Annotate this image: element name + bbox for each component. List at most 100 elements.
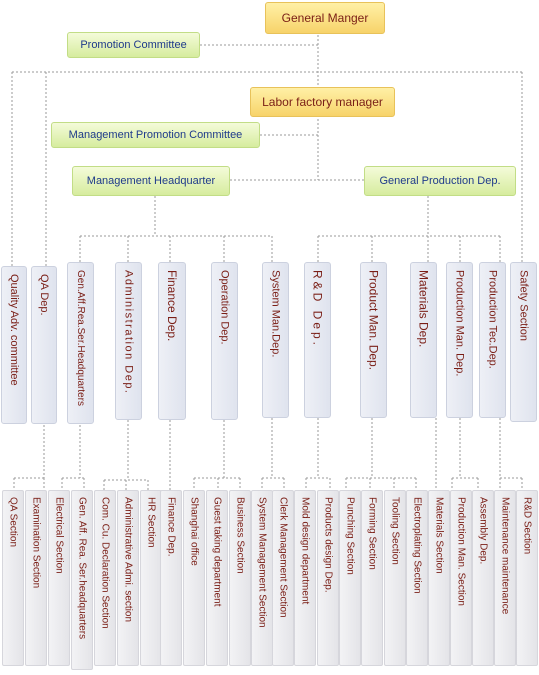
section-maintenance: Maintenance maintenance (494, 490, 516, 666)
section-tooling: Tooling Section (384, 490, 406, 666)
section-examination: Examination Section (25, 490, 47, 666)
promotion-committee-label: Promotion Committee (80, 39, 187, 51)
dept-production-tec: Production Tec.Dep. (479, 262, 506, 418)
dept-label: Quality Adv. committee (8, 274, 20, 386)
gp-drops (317, 236, 501, 262)
section-guest-taking: Guest taking department (206, 490, 228, 666)
rd-sections-link (305, 418, 331, 490)
section-gen-aff: Gen. Aff. Rea. Ser.headquarters (71, 490, 93, 670)
section-com-cu: Com. Cu. Declaration Section (94, 490, 116, 666)
top-branch-drops (11, 72, 523, 266)
dept-label: Safety Section (517, 270, 530, 341)
dept-quality-adv-committee: Quality Adv. committee (1, 266, 27, 424)
management-headquarter-box: Management Headquarter (72, 166, 230, 196)
section-label: Electrical Section (53, 497, 65, 574)
section-label: Finance Dep. (165, 497, 177, 557)
dept-label: System Man.Dep. (269, 270, 282, 358)
labor-factory-manager-box: Labor factory manager (250, 87, 395, 117)
dept-label: Finance Dep. (165, 270, 179, 342)
dept-operation: Operation Dep. (211, 262, 238, 420)
section-rd: R&D Section (516, 490, 538, 666)
section-electroplating: Electroplating Section (406, 490, 428, 666)
section-label: System Management Section (256, 497, 268, 628)
section-label: Com. Cu. Declaration Section (99, 497, 111, 629)
section-punching: Punching Section (339, 490, 361, 666)
management-promotion-committee-box: Management Promotion Committee (51, 122, 260, 148)
section-qa: QA Section (2, 490, 24, 666)
general-production-box: General Production Dep. (364, 166, 516, 196)
dept-label: Materials Dep. (416, 270, 431, 348)
dept-label: Operation Dep. (218, 270, 231, 345)
section-label: HR Section (145, 497, 157, 548)
dept-label: QA Dep. (38, 274, 50, 316)
dept-production-man: Production Man. Dep. (446, 262, 473, 418)
section-label: Shanghai office (188, 497, 200, 566)
mgmt-hq-branch (80, 196, 272, 237)
operation-sections-link (193, 420, 241, 490)
section-administrative: Administrative Admi. section (117, 490, 139, 666)
mgmt-hq-drops (79, 236, 273, 262)
section-label: Electroplating Section (411, 497, 423, 594)
dept-label: Product Man. Dep. (366, 270, 381, 371)
product-sections-link (345, 418, 417, 490)
general-manager-box: General Manger (265, 2, 385, 34)
dept-label: Administration Dep. (122, 270, 135, 395)
dept-finance: Finance Dep. (158, 262, 186, 420)
dept-qa: QA Dep. (31, 266, 57, 424)
section-label: QA Section (7, 497, 19, 548)
section-system-management: System Management Section (251, 490, 273, 666)
section-forming: Forming Section (361, 490, 383, 666)
general-production-label: General Production Dep. (379, 175, 501, 187)
section-clerk-management: Clerk Management Section (272, 490, 294, 666)
section-label: Business Section (234, 497, 246, 574)
section-label: Assembly Dep. (477, 497, 489, 565)
management-promotion-committee-label: Management Promotion Committee (68, 129, 243, 141)
labor-factory-manager-label: Labor factory manager (262, 95, 383, 109)
section-label: Mold design department (299, 497, 311, 605)
dept-rd: R&D Dep. (304, 262, 331, 418)
section-shanghai-office: Shanghai office (183, 490, 205, 666)
dept-label: R&D Dep. (310, 270, 325, 349)
section-materials: Materials Section (428, 490, 450, 666)
dept-safety-section: Safety Section (510, 262, 537, 422)
production-sections-link (451, 418, 479, 490)
section-label: Administrative Admi. section (122, 497, 134, 623)
system-sections-link (261, 418, 285, 490)
section-label: Gen. Aff. Rea. Ser.headquarters (76, 497, 88, 640)
dept-system-man: System Man.Dep. (262, 262, 289, 418)
section-label: Tooling Section (389, 497, 401, 565)
section-label: R&D Section (521, 497, 533, 555)
section-label: Guest taking department (211, 497, 223, 607)
dept-label: Production Tec.Dep. (486, 270, 499, 369)
section-electrical: Electrical Section (48, 490, 70, 666)
tec-sections-link (499, 418, 523, 490)
section-business: Business Section (229, 490, 251, 666)
section-label: Maintenance maintenance (499, 497, 511, 615)
section-production-man: Production Man. Section (450, 490, 472, 666)
section-finance: Finance Dep. (160, 490, 182, 666)
section-label: Examination Section (30, 497, 42, 589)
admin-sections-link (103, 420, 149, 490)
qa-sections-link (13, 425, 45, 490)
dept-materials: Materials Dep. (410, 262, 437, 418)
dept-product-man: Product Man. Dep. (360, 262, 387, 418)
management-headquarter-label: Management Headquarter (86, 175, 216, 187)
promotion-committee-box: Promotion Committee (67, 32, 200, 58)
section-assembly: Assembly Dep. (472, 490, 494, 666)
section-hr: HR Section (140, 490, 162, 666)
section-mold-design: Mold design department (294, 490, 316, 666)
section-label: Production Man. Section (455, 497, 467, 606)
dept-label: Gen.Aff.Rea.Ser.Headquarters (75, 270, 86, 407)
section-label: Materials Section (433, 497, 445, 574)
general-manager-label: General Manger (281, 11, 369, 25)
section-products-design: Products design Dep. (317, 490, 339, 666)
section-label: Clerk Management Section (277, 497, 289, 618)
dept-administration: Administration Dep. (115, 262, 142, 420)
section-label: Forming Section (366, 497, 378, 570)
section-label: Products design Dep. (322, 497, 334, 593)
dept-label: Production Man. Dep. (453, 270, 466, 377)
section-label: Punching Section (344, 497, 356, 575)
gen-aff-sections-link (61, 425, 85, 490)
dept-gen-aff: Gen.Aff.Rea.Ser.Headquarters (67, 262, 94, 424)
